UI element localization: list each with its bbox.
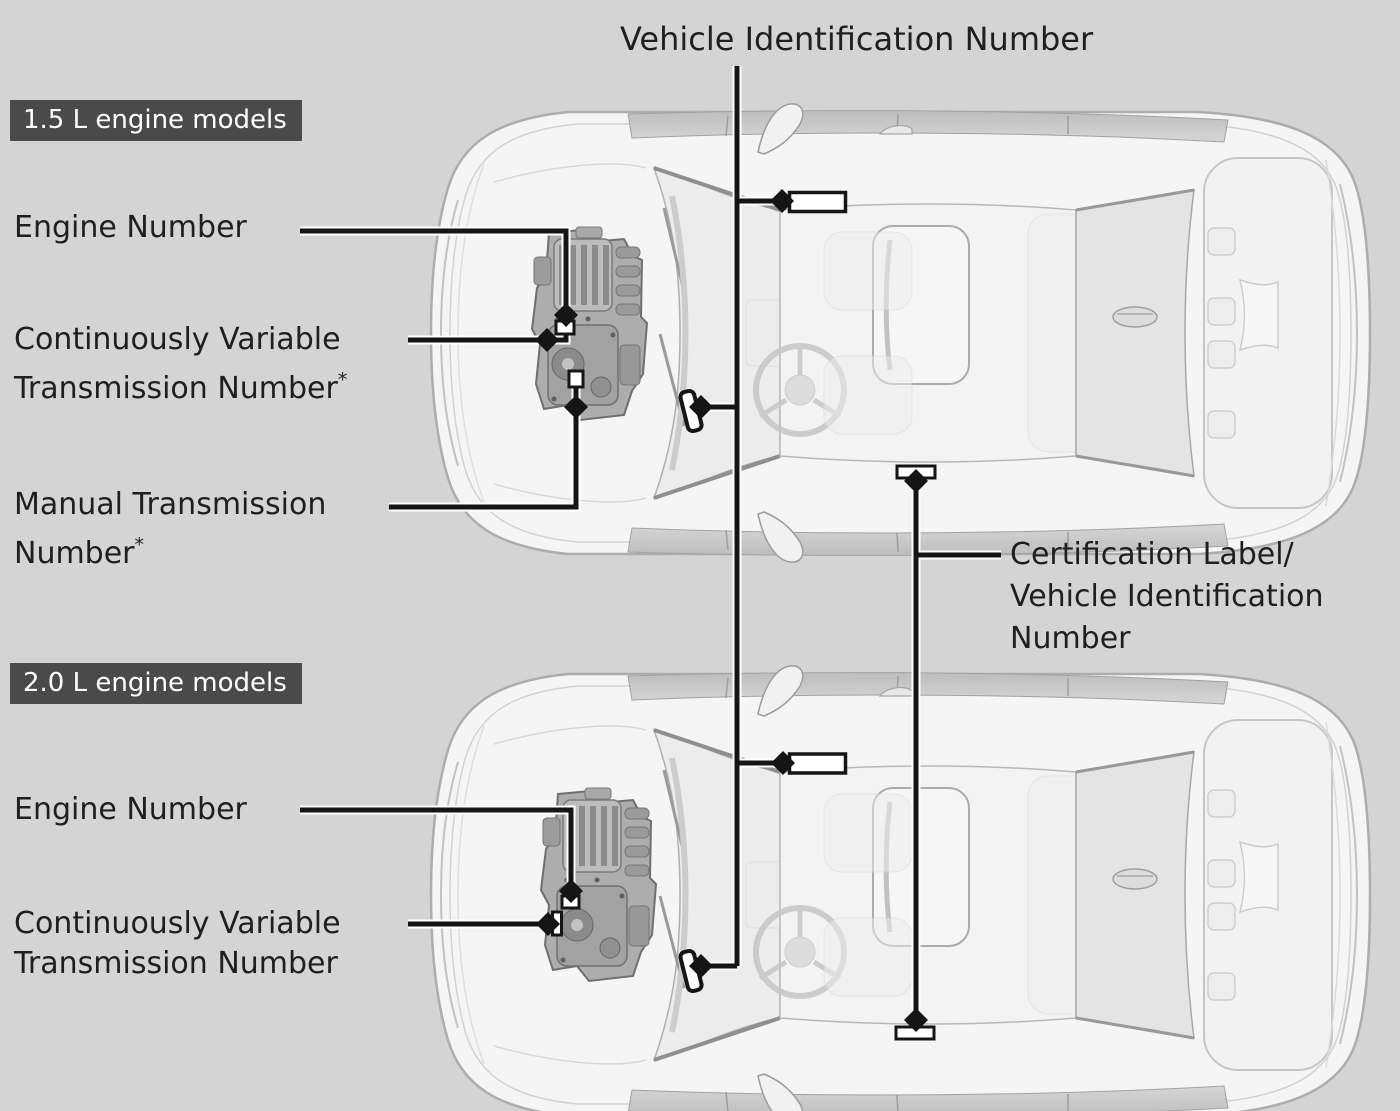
cert-line1: Certification Label/: [1010, 537, 1294, 572]
cert-line3: Number: [1010, 621, 1131, 656]
engine-art-1-5l: [531, 226, 648, 421]
location-plates: [551, 190, 937, 1041]
label-manual-transmission-number-1: Manual Transmission Number*: [14, 485, 326, 574]
badge-2-0l-engine-models: 2.0 L engine models: [10, 663, 302, 704]
cert-line2: Vehicle Identification: [1010, 579, 1324, 614]
cvt-2-line1: Continuously Variable: [14, 906, 341, 941]
cvt-1-line1: Continuously Variable: [14, 322, 341, 357]
manual-transmission-plate-1: [567, 369, 585, 389]
cvt-1-line2: Transmission Number*: [14, 369, 348, 406]
cvt-2-line2: Transmission Number: [14, 946, 338, 981]
mt-1-line1: Manual Transmission: [14, 487, 327, 522]
dashboard-vin-plate-2: [787, 752, 848, 775]
mt-1-asterisk: *: [134, 534, 145, 556]
page-title: Vehicle Identification Number: [620, 20, 1094, 58]
cvt-1-asterisk: *: [337, 369, 348, 391]
badge-1-5l-engine-models: 1.5 L engine models: [10, 100, 302, 141]
engine-art-2-0l: [540, 787, 657, 982]
label-cvt-number-2: Continuously Variable Transmission Numbe…: [14, 904, 341, 984]
mt-1-line2: Number*: [14, 534, 145, 571]
label-certification-vin: Certification Label/ Vehicle Identificat…: [1010, 534, 1324, 660]
label-cvt-number-1: Continuously Variable Transmission Numbe…: [14, 320, 347, 409]
dashboard-vin-plate-1: [787, 190, 848, 214]
label-engine-number-1: Engine Number: [14, 210, 247, 245]
label-engine-number-2: Engine Number: [14, 792, 247, 827]
